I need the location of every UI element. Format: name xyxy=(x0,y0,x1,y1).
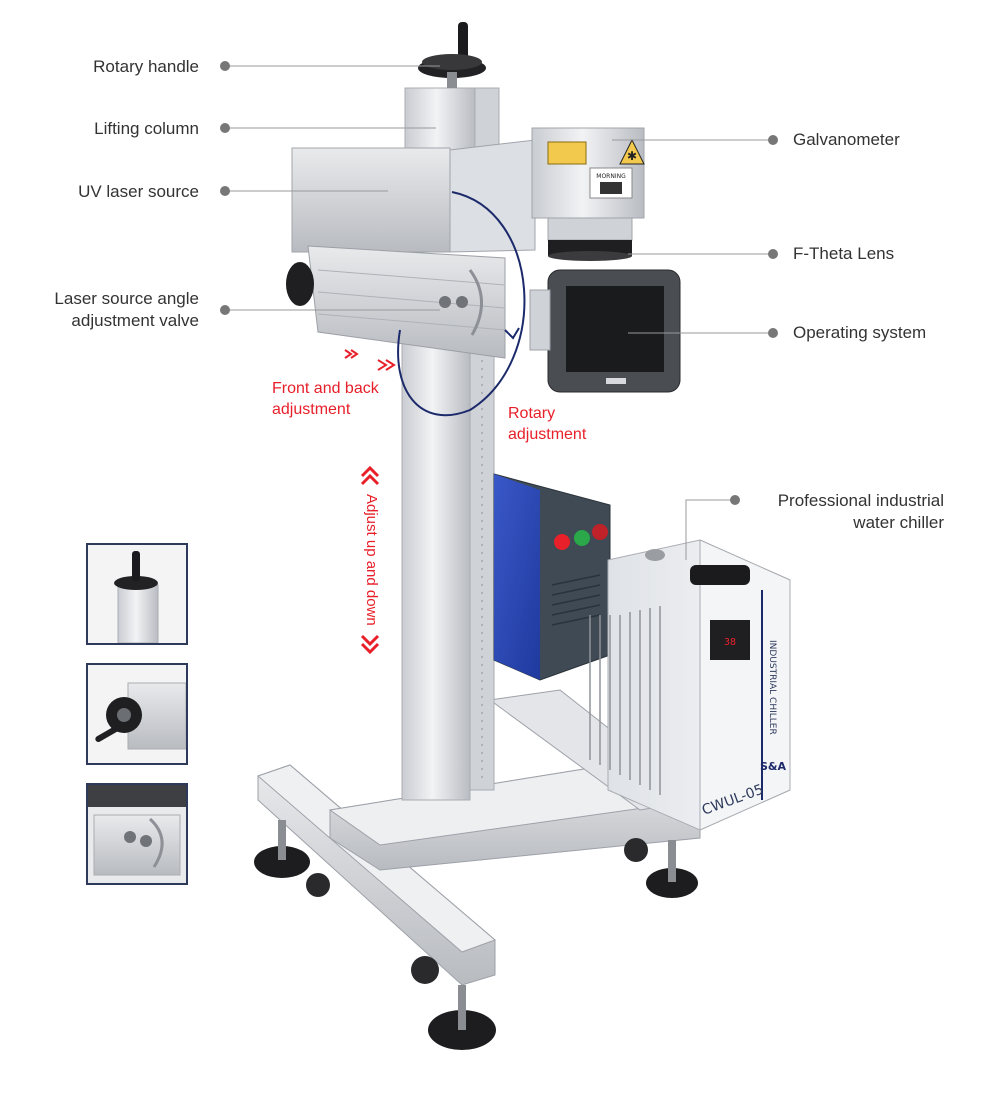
label-laser-source-angle: Laser source angle adjustment valve xyxy=(54,288,199,332)
label-water-chiller: Professional industrial water chiller xyxy=(778,490,944,534)
chiller-brand-text: S&A xyxy=(760,760,787,773)
label-operating-system: Operating system xyxy=(793,323,927,342)
callout-lines xyxy=(220,61,778,560)
feet xyxy=(254,820,698,1050)
svg-text:38: 38 xyxy=(724,637,736,648)
head-brand-text: MORNING xyxy=(596,173,626,180)
galvanometer-head: ✱ MORNING xyxy=(531,127,645,219)
thumbnail-angle-valve xyxy=(86,783,188,885)
front-back-arrows xyxy=(344,349,396,371)
laser-control-box xyxy=(493,473,611,681)
label-lifting-column: Lifting column xyxy=(94,119,199,138)
label-rotary-handle: Rotary handle xyxy=(93,57,199,76)
thumbnail-rotary-handle-image xyxy=(88,545,186,643)
thumbnail-angle-valve-image xyxy=(88,785,186,883)
water-chiller-unit: 38 S&A CWUL-05 INDUSTRIAL CHILLER xyxy=(589,539,791,831)
label-rotary-adjustment: Rotary adjustment xyxy=(508,403,586,445)
uv-laser-box xyxy=(291,139,536,253)
f-theta-lens-part xyxy=(547,217,633,261)
rotary-arc xyxy=(397,191,526,417)
label-water-chiller-line2: water chiller xyxy=(853,513,944,532)
rotary-line2: adjustment xyxy=(508,426,587,443)
front-back-line2: adjustment xyxy=(272,401,351,418)
thumbnail-side-knob-image xyxy=(88,665,186,763)
chiller-side-text: INDUSTRIAL CHILLER xyxy=(767,640,777,735)
angle-bracket xyxy=(286,245,506,359)
rotary-line1: Rotary xyxy=(508,405,556,422)
label-galvanometer: Galvanometer xyxy=(793,130,900,149)
front-back-line1: Front and back xyxy=(272,380,379,397)
label-water-chiller-line1: Professional industrial xyxy=(777,491,944,510)
vertical-column xyxy=(401,339,495,801)
label-front-back-adjustment: Front and back adjustment xyxy=(272,378,379,420)
operating-screen xyxy=(529,269,681,393)
thumbnail-rotary-handle xyxy=(86,543,188,645)
label-up-down-adjustment: Adjust up and down xyxy=(363,494,380,626)
svg-text:✱: ✱ xyxy=(627,149,637,163)
thumbnail-side-knob xyxy=(86,663,188,765)
up-down-chevrons xyxy=(360,465,380,655)
rotary-handle-knob xyxy=(418,22,486,88)
label-f-theta-lens: F-Theta Lens xyxy=(793,244,895,263)
label-laser-source-angle-line1: Laser source angle xyxy=(54,289,199,308)
label-laser-source-angle-line2: adjustment valve xyxy=(71,311,199,330)
label-uv-laser-source: UV laser source xyxy=(78,182,199,201)
